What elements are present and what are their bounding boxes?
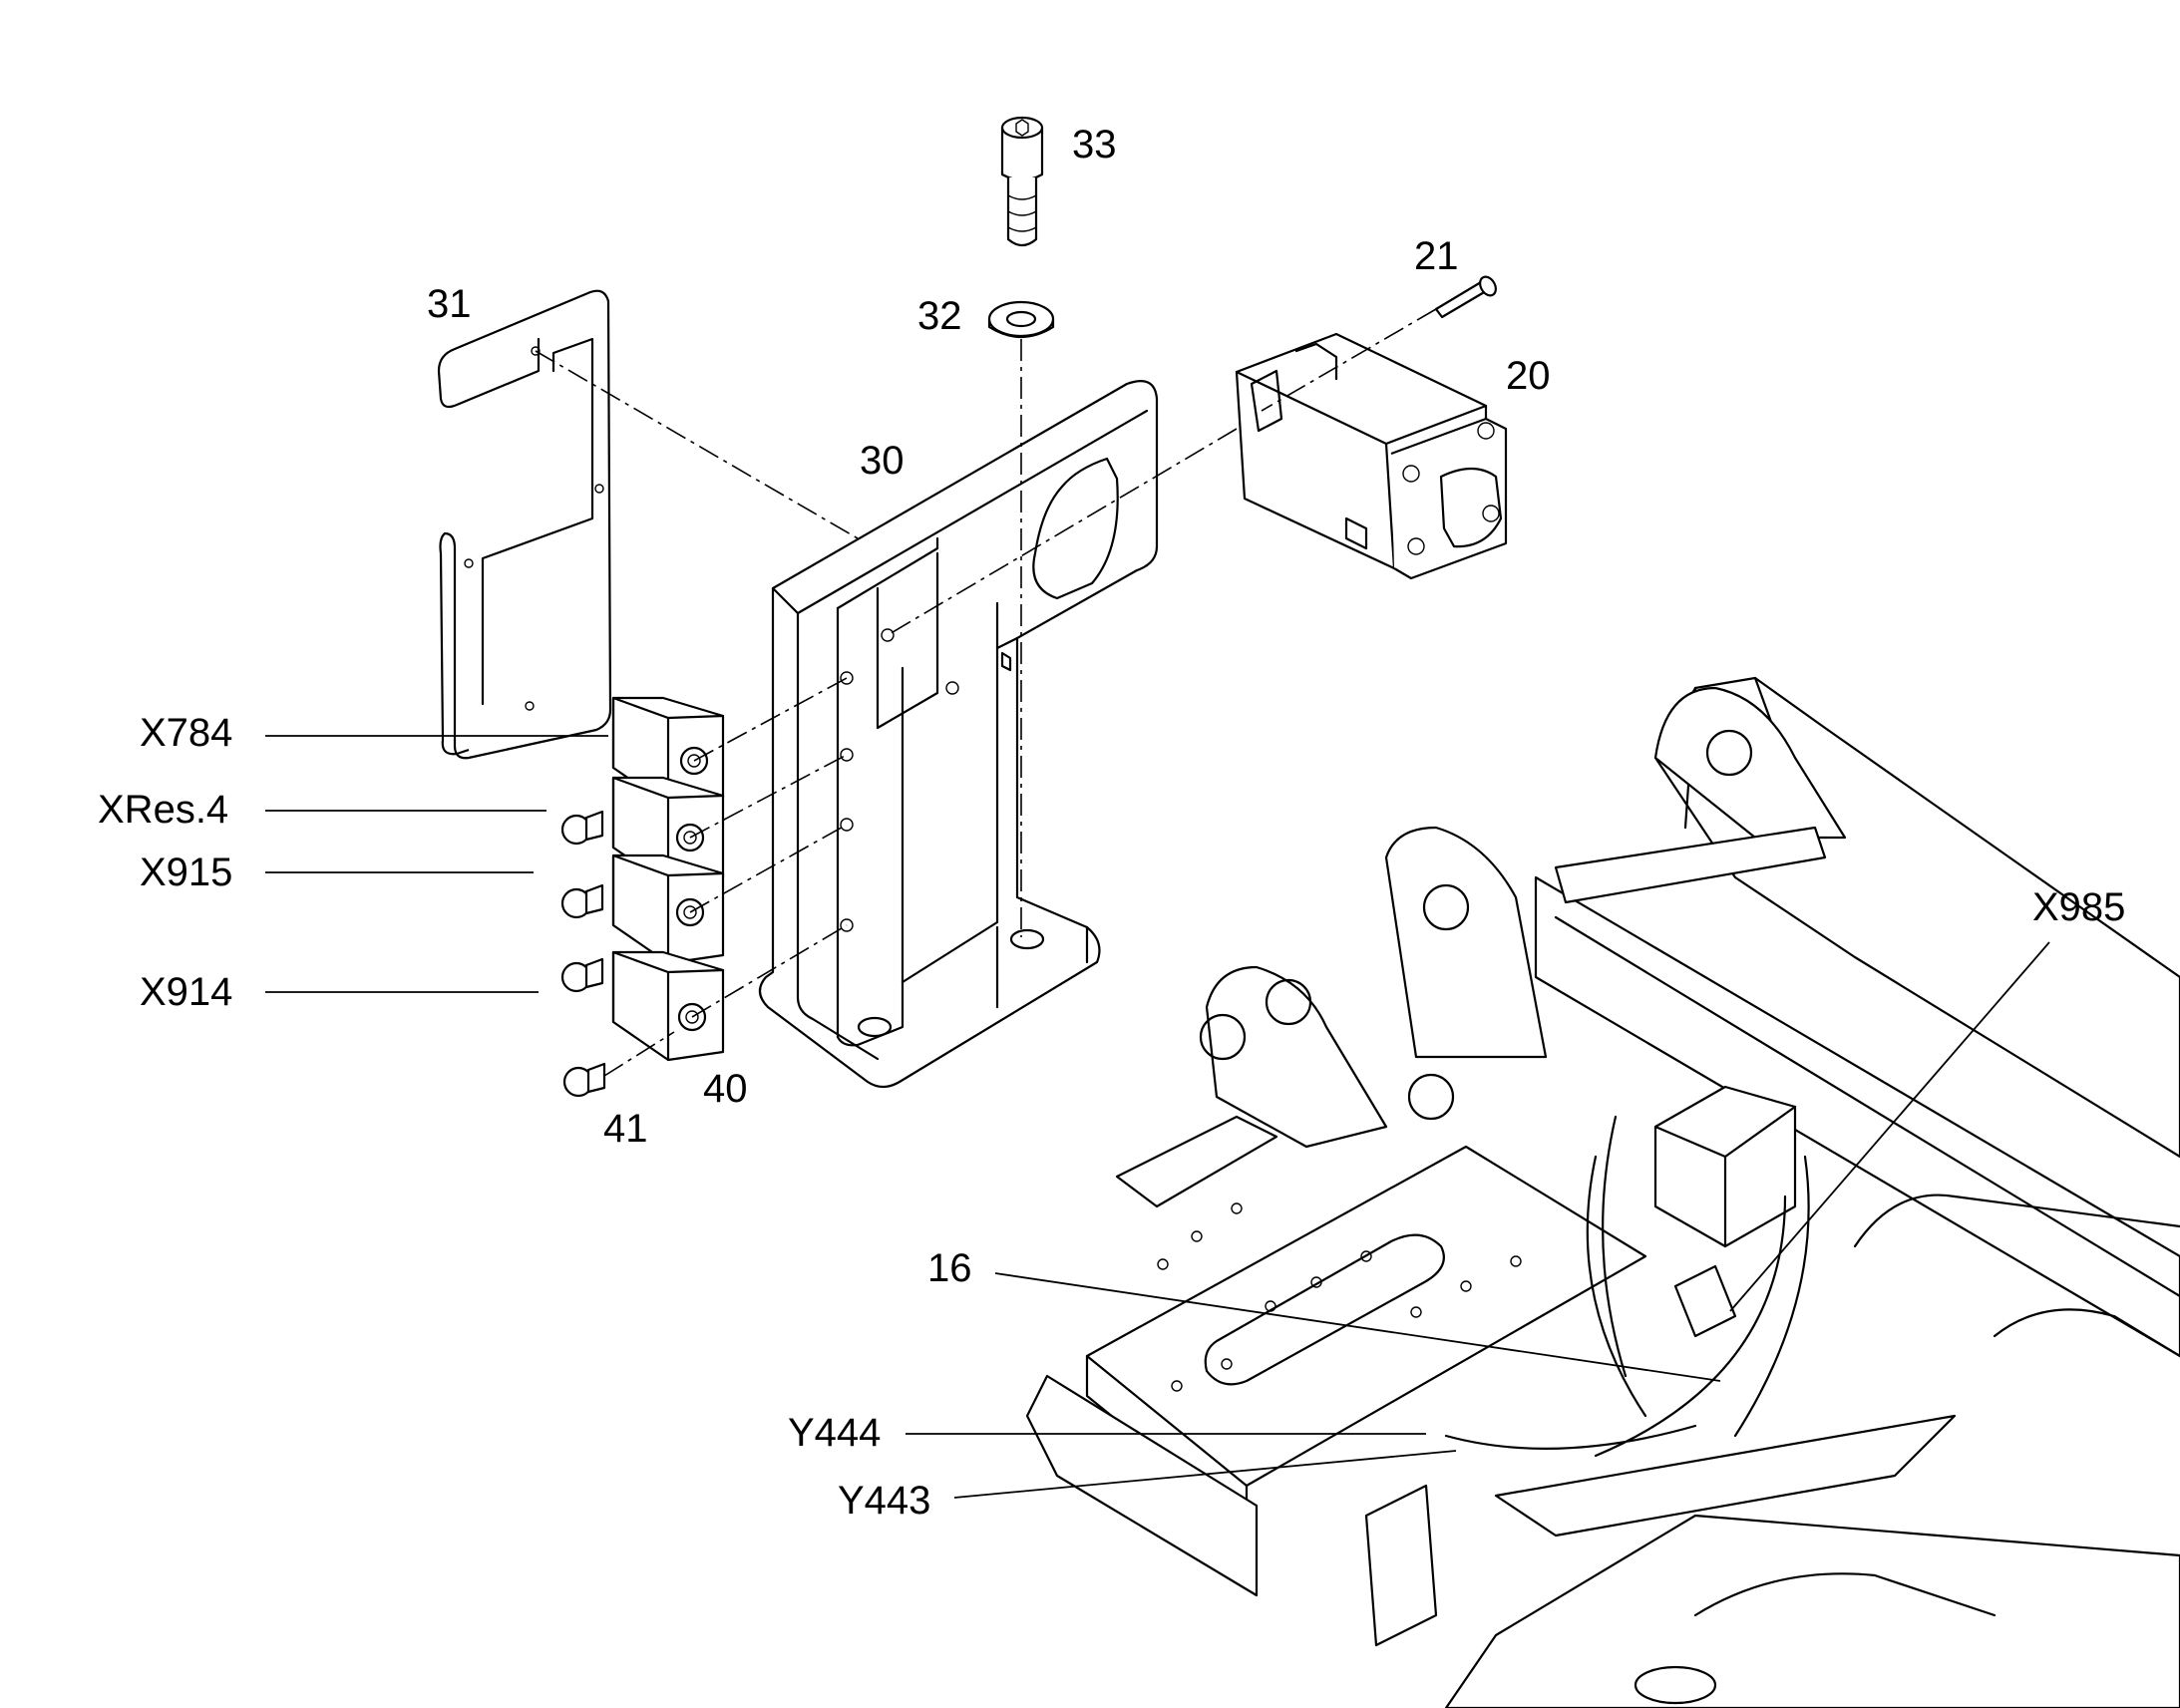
part-32-washer bbox=[987, 300, 1055, 338]
callout-y443: Y443 bbox=[838, 1479, 930, 1523]
callout-30: 30 bbox=[860, 439, 905, 483]
callout-labels: 33 21 31 32 20 30 X784 XRes.4 X915 X914 … bbox=[98, 123, 2125, 1523]
part-30-mounting-bracket bbox=[758, 380, 1159, 1089]
leader-lines bbox=[265, 735, 2050, 1499]
callout-20: 20 bbox=[1506, 354, 1551, 398]
part-40-connector-holders bbox=[611, 696, 725, 1062]
part-33-cap-screw bbox=[1000, 116, 1044, 247]
holder-x915 bbox=[611, 854, 725, 965]
part-20-connector-module bbox=[1235, 332, 1508, 580]
part-21-screw bbox=[1434, 275, 1497, 319]
callout-x985: X985 bbox=[2032, 885, 2125, 929]
callout-xres4: XRes.4 bbox=[98, 788, 228, 832]
callout-33: 33 bbox=[1072, 123, 1117, 167]
callout-x784: X784 bbox=[140, 711, 232, 755]
part-31-bracket-plate bbox=[437, 289, 612, 760]
callout-y444: Y444 bbox=[788, 1411, 881, 1455]
callout-31: 31 bbox=[427, 282, 472, 326]
callout-41: 41 bbox=[603, 1107, 648, 1151]
machine-base-frame bbox=[1025, 676, 2180, 1708]
holder-x914 bbox=[611, 950, 725, 1062]
assembly-axis-lines bbox=[535, 308, 1437, 1077]
part-41-screws bbox=[560, 810, 606, 1098]
callout-40: 40 bbox=[703, 1067, 748, 1111]
callout-32: 32 bbox=[917, 294, 962, 338]
callout-16: 16 bbox=[927, 1246, 972, 1290]
callout-x914: X914 bbox=[140, 970, 232, 1014]
callout-21: 21 bbox=[1414, 234, 1459, 278]
callout-x915: X915 bbox=[140, 851, 232, 894]
